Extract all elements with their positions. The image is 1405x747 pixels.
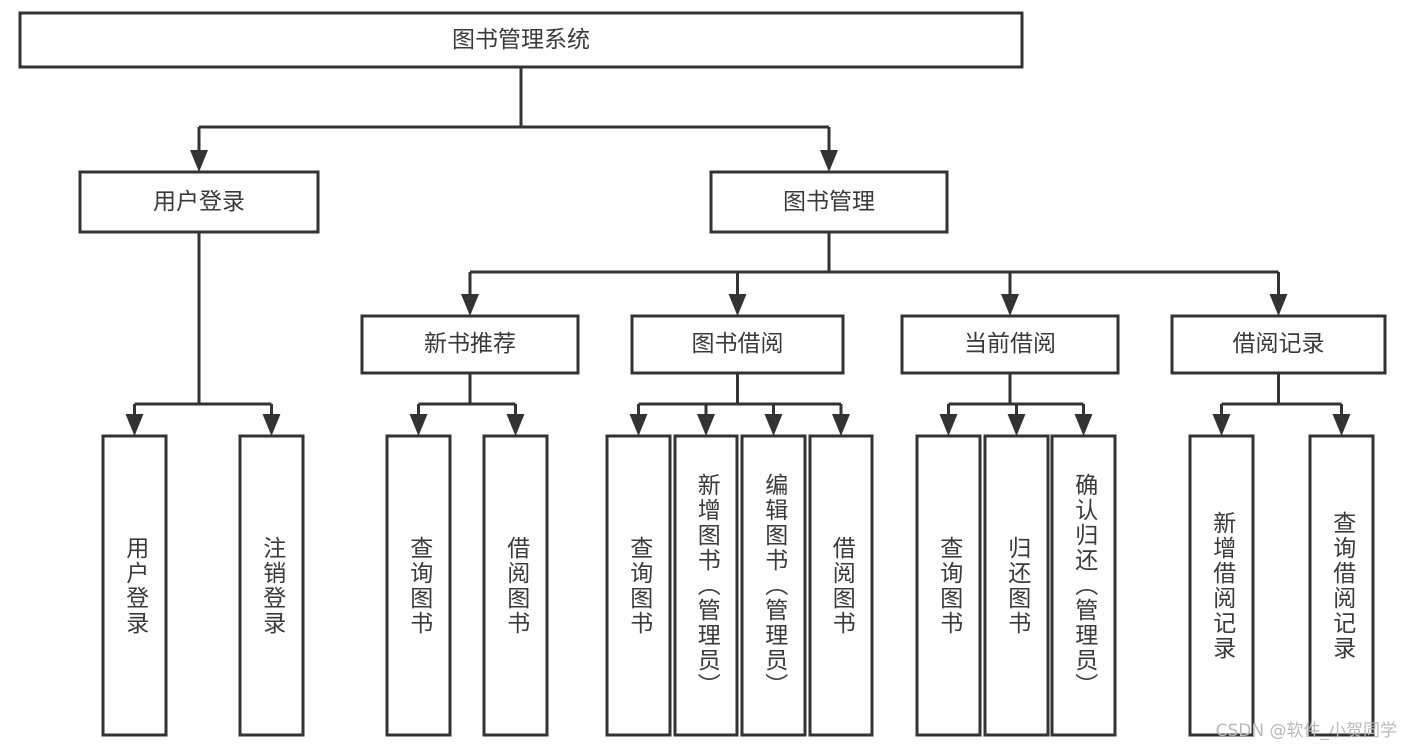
node-box-root[interactable] xyxy=(18,11,1024,69)
node-box-records[interactable] xyxy=(1170,314,1387,375)
node-box-newbook[interactable] xyxy=(360,314,580,375)
edge-group-bookmgmt xyxy=(461,232,1288,316)
node-box-leaf-rec-1[interactable] xyxy=(1188,434,1255,737)
node-box-leaf-bor-3[interactable] xyxy=(740,434,807,737)
edge-group-login xyxy=(125,232,281,436)
node-box-login[interactable] xyxy=(78,170,320,234)
node-box-leaf-cur-2[interactable] xyxy=(983,434,1050,737)
node-box-bookmgmt[interactable] xyxy=(709,170,949,234)
edge-group-root xyxy=(190,67,838,172)
node-box-leaf-login-1[interactable] xyxy=(101,434,168,737)
node-box-borrow[interactable] xyxy=(630,314,845,375)
edge-group-borrow xyxy=(629,373,850,436)
node-box-leaf-new-2[interactable] xyxy=(482,434,549,737)
node-box-current[interactable] xyxy=(900,314,1120,375)
node-box-leaf-rec-2[interactable] xyxy=(1308,434,1375,737)
edge-group-current xyxy=(939,373,1093,436)
node-box-leaf-cur-1[interactable] xyxy=(915,434,982,737)
node-box-leaf-bor-4[interactable] xyxy=(808,434,874,737)
edge-layer xyxy=(125,67,1351,436)
node-box-leaf-login-2[interactable] xyxy=(238,434,305,737)
edge-group-records xyxy=(1212,373,1351,436)
node-box-leaf-bor-1[interactable] xyxy=(605,434,672,737)
node-box-leaf-bor-2[interactable] xyxy=(673,434,739,737)
node-box-leaf-cur-3[interactable] xyxy=(1050,434,1117,737)
node-box-leaf-new-1[interactable] xyxy=(385,434,452,737)
node-layer xyxy=(18,11,1387,737)
edge-group-newbook xyxy=(409,373,525,436)
